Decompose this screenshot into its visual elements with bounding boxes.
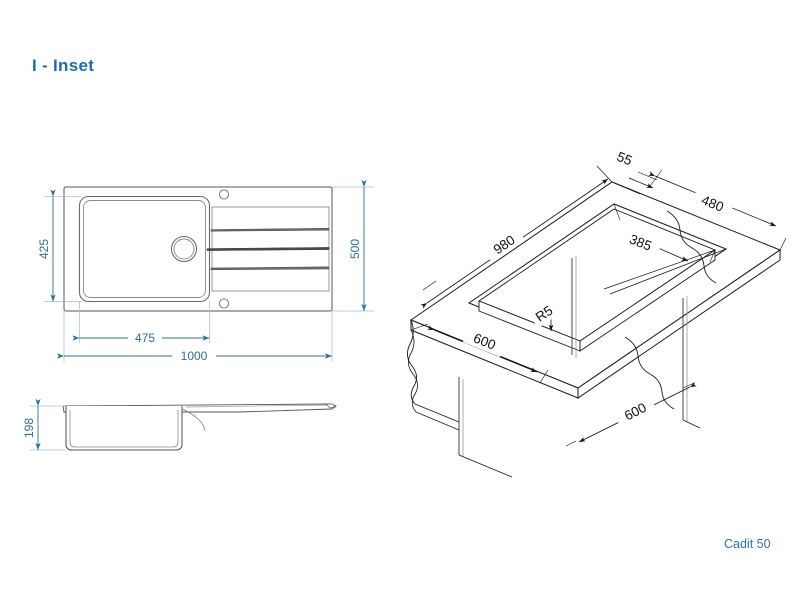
bowl-profile-outer (65, 406, 183, 451)
cabinet-bottom-left (458, 454, 513, 478)
ext-line-600b-a (682, 382, 695, 389)
dim-label-55-bg (609, 146, 640, 172)
dim-label-600-side-bg (614, 395, 657, 429)
worktop-right-edge (577, 249, 781, 399)
ext-line-600b-b (565, 440, 577, 447)
dim-label-980-bg (483, 227, 526, 263)
side-elevation-view: 198 (22, 398, 337, 451)
drainer-grooves (206, 227, 330, 271)
dim-label-480-bg (690, 189, 734, 219)
countertop-cutout-isometric-view: 980 55 480 385 (407, 146, 787, 478)
tap-hole-lower (218, 298, 230, 309)
dim-label-198: 198 (22, 418, 36, 438)
dim-label-55: 55 (615, 149, 635, 169)
dim-label-475-bg (128, 330, 162, 345)
break-line-left (407, 319, 417, 405)
drainer-underside-curve (181, 408, 206, 432)
ext-line-980-b (596, 165, 613, 183)
dim-label-600-front-bg (462, 327, 506, 357)
ext-line-480-b (779, 237, 787, 251)
model-label: Cadit 50 (724, 537, 771, 551)
dim-label-1000-bg (172, 348, 216, 363)
plan-view: 425 500 475 1000 (37, 179, 374, 363)
dim-label-500: 500 (348, 239, 362, 259)
ext-line-385-b (709, 249, 716, 263)
dim-label-r5-bg (529, 299, 561, 329)
sink-bowl-inner (83, 200, 206, 298)
drainer-groove-2 (206, 247, 330, 251)
tap-hole-upper (218, 189, 230, 200)
cutout-rim-line-2 (603, 249, 716, 290)
ext-line-980-a (422, 280, 437, 291)
cabinet-bottom-right (682, 419, 701, 429)
dim-label-425: 425 (37, 239, 51, 259)
dim-label-1000: 1000 (181, 349, 208, 363)
drainer-profile-line (185, 404, 331, 408)
cutout-wall-right (579, 249, 716, 352)
ext-line-55-a (611, 181, 641, 195)
break-line-left-lower (408, 329, 418, 413)
dim-label-385-bg (618, 228, 662, 258)
bowl-profile-inner (69, 410, 179, 448)
ext-line-600a-a (410, 323, 429, 331)
dim-line-55 (628, 177, 654, 189)
ext-line-600a-b (539, 369, 549, 384)
page-title: I - Inset (32, 56, 95, 75)
ext-line-55-b (637, 171, 658, 181)
rim-lip (325, 403, 336, 409)
drain-hole-inner (173, 238, 195, 260)
drainer-groove-3 (210, 266, 330, 271)
break-line-left-base (414, 403, 460, 423)
drainer-groove-1 (210, 227, 330, 232)
cutout-rim-line-1 (609, 248, 727, 295)
dim-label-475: 475 (135, 331, 155, 345)
break-line-left-base-2 (415, 411, 460, 431)
ext-line-385-a (613, 203, 621, 221)
